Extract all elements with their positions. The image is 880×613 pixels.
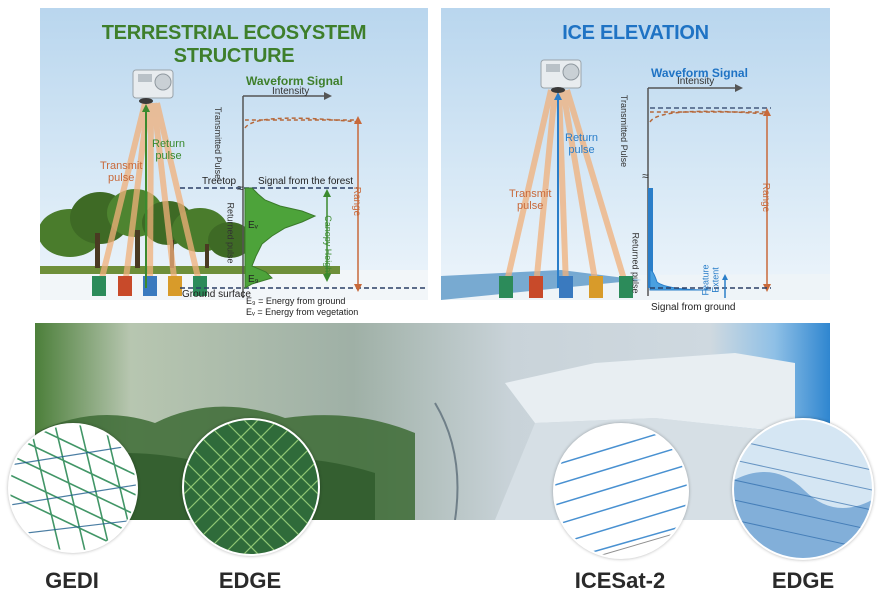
waveform-signal-label: Waveform Signal [246, 74, 343, 88]
forest-waveform [244, 187, 317, 289]
ice-footprints [499, 276, 633, 298]
ev-legend: Eᵥ = Energy from vegetation [246, 307, 359, 317]
treetop-label: Treetop [202, 176, 237, 187]
mission-name-edge-ice: EDGE [771, 568, 835, 593]
ice-transmitted-pulse-label: Transmitted Pulse [619, 94, 630, 168]
ground-surface-label: Ground surface [182, 289, 251, 300]
gedi-crosshatch [10, 425, 136, 551]
icesat2-pattern-circle [553, 423, 689, 559]
terrestrial-diagram: ≈ [40, 69, 428, 300]
ice-transmit-line2: pulse [517, 200, 544, 212]
axis-break-symbol: ≈ [237, 181, 244, 195]
range-arrow-bottom [354, 284, 362, 292]
feature-extent-line1: Feature [700, 264, 711, 296]
ice-intensity-arrow [735, 84, 743, 92]
transmit-label-line2: pulse [108, 172, 135, 184]
satellite-icon [132, 69, 174, 104]
ground-strip [40, 266, 340, 274]
ice-transmit-label: Transmit pulse [509, 188, 551, 212]
ice-return-label: Return pulse [565, 132, 598, 156]
signal-forest-label: Signal from the forest [258, 176, 354, 187]
edge-blue-pattern-circle [732, 418, 874, 560]
icesat2-tracks [555, 425, 687, 557]
edge-ice-swath [734, 439, 872, 558]
return-label: Return pulse [152, 138, 185, 162]
terrestrial-panel-title: TERRESTRIAL ECOSYSTEM STRUCTURE [101, 22, 367, 67]
ice-intensity-label: Intensity [677, 76, 715, 87]
transmitted-pulse-curve-2 [244, 117, 359, 129]
range-label: Range [351, 186, 363, 217]
ice-axis-break-symbol: ≈ [642, 169, 649, 183]
ice-range-arrow-top [763, 108, 771, 116]
mission-name-edge-forest: EDGE [218, 568, 282, 593]
ice-return-line1: Return [565, 132, 599, 144]
ice-diagram: ≈ [441, 59, 830, 300]
transmit-label: Transmit pulse [100, 160, 142, 184]
transmitted-pulse-label: Transmitted Pulse [213, 106, 224, 180]
edge-green-pattern-circle [182, 418, 320, 556]
eg-marker: E₉ [248, 274, 259, 285]
ev-marker: Eᵥ [248, 220, 258, 231]
terrestrial-ecosystem-panel: TERRESTRIAL ECOSYSTEM STRUCTURE [40, 8, 428, 300]
transmit-label-line1: Transmit [100, 160, 143, 172]
ice-cliff [505, 353, 795, 433]
range-arrow-top [354, 116, 362, 124]
signal-ground-label: Signal from ground [651, 302, 736, 313]
ice-returned-pulse-band [648, 188, 653, 288]
intensity-arrow [324, 92, 332, 100]
intensity-label: Intensity [272, 86, 310, 97]
ice-return-line2: pulse [568, 144, 595, 156]
return-label-line1: Return [152, 138, 186, 150]
return-arrow-head [142, 104, 150, 112]
canopy-height-label: Canopy Height [322, 215, 333, 275]
edge-green-mesh [184, 420, 318, 554]
gedi-pattern-circle [8, 423, 138, 553]
ice-transmit-beams [503, 89, 629, 287]
ice-transmit-line1: Transmit [509, 188, 552, 200]
ice-satellite-icon [540, 59, 582, 93]
return-label-line2: pulse [155, 150, 182, 162]
ice-elevation-panel: ICE ELEVATION [441, 8, 830, 300]
ice-returned-pulse-label: Returned pulse [630, 232, 641, 294]
ice-return-arrow-head [554, 92, 562, 100]
eg-legend: E₉ = Energy from ground [246, 296, 346, 306]
ground-footprints [92, 276, 207, 296]
ice-range-label: Range [760, 182, 772, 213]
ice-panel-title: ICE ELEVATION [562, 22, 709, 44]
ice-return-peak [649, 269, 712, 291]
returned-pulse-label: Returned pulse [225, 202, 236, 264]
feature-extent-line2: Extent [710, 267, 721, 293]
ice-crack [434, 402, 459, 520]
feature-extent-label: Feature Extent [701, 264, 721, 295]
feature-arrow-top [722, 274, 728, 280]
canopy-arrow-top [323, 189, 331, 197]
ice-waveform-signal-label: Waveform Signal [651, 66, 748, 80]
transmit-beams [97, 102, 203, 287]
mission-name-gedi: GEDI [45, 568, 99, 593]
ice-transmitted-curve-2 [649, 110, 768, 123]
mission-name-icesat2: ICESat-2 [574, 568, 666, 593]
landscape-banner [35, 323, 830, 520]
canopy-arrow-bottom [323, 274, 331, 282]
landscape-image [35, 323, 830, 520]
